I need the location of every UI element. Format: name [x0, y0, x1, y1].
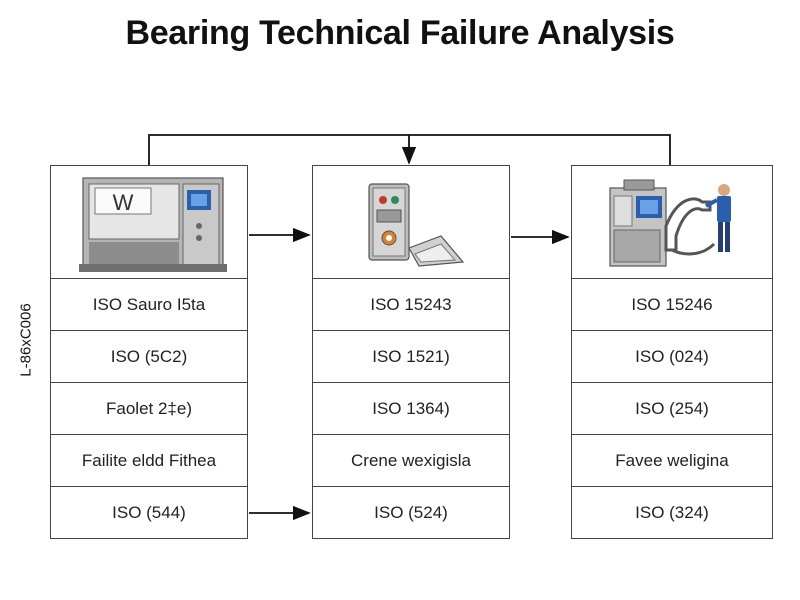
column-1: W ISO Sauro I5ta ISO (5C2) Faolet 2‡e) F… [50, 165, 248, 539]
column-1-cell-3: Faolet 2‡e) [51, 383, 247, 435]
column-2-cell-3: ISO 1364) [313, 383, 509, 435]
column-3-cell-3: ISO (254) [572, 383, 772, 435]
column-1-cell-5: ISO (544) [112, 502, 186, 522]
technician-machine-icon [609, 179, 731, 267]
technician-image-cell [572, 166, 772, 279]
column-3-cell-4: Favee weligina [572, 435, 772, 487]
panel-image-cell [313, 166, 509, 279]
column-2: ISO 15243 ISO 1521) ISO 1364) Crene wexi… [312, 165, 510, 539]
machine-screen-letter: W [113, 190, 134, 215]
column-3-cell-1: ISO 15246 [572, 279, 772, 331]
column-2-cell-5: ISO (524) [374, 502, 448, 522]
column-1-cell-4: Failite eldd Fithea [51, 435, 247, 487]
column-3: ISO 15246 ISO (024) ISO (254) Favee weli… [571, 165, 773, 539]
column-2-cell-4: Crene wexigisla [313, 435, 509, 487]
column-3-cell-5: ISO (324) [635, 502, 709, 522]
diagram-title: Bearing Technical Failure Analysis [125, 14, 675, 52]
top-bracket-line [148, 134, 671, 165]
column-1-cell-2: ISO (5C2) [51, 331, 247, 383]
control-panel-icon [368, 183, 465, 267]
column-1-cell-1: ISO Sauro I5ta [51, 279, 247, 331]
column-2-cell-2: ISO 1521) [313, 331, 509, 383]
machine-image-cell: W [51, 166, 247, 279]
column-2-cell-1: ISO 15243 [313, 279, 509, 331]
column-3-cell-2: ISO (024) [572, 331, 772, 383]
side-label: L-86xC006 [17, 303, 35, 377]
machine-cabinet-icon: W [79, 177, 227, 272]
